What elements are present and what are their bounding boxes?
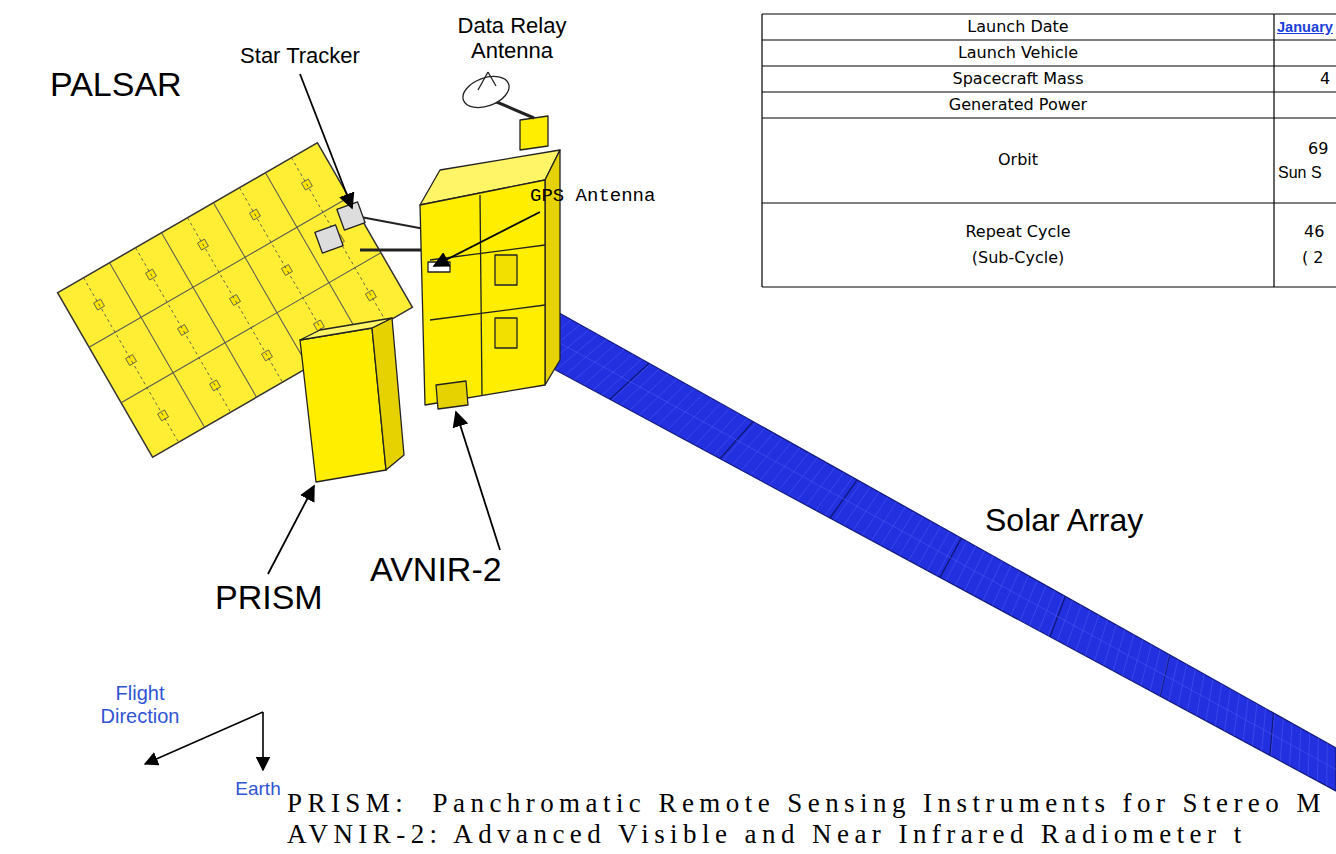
part-label: Data Relay Antenna: [427, 13, 597, 64]
table-cell: 69: [1308, 140, 1328, 158]
table-cell: Orbit: [998, 151, 1038, 169]
table-cell: Sun S: [1278, 164, 1322, 182]
instrument-label: PRISM: [215, 578, 323, 617]
array-mid-line: [523, 323, 1336, 770]
table-cell: Launch Vehicle: [958, 44, 1078, 62]
instrument-label: AVNIR-2: [370, 550, 502, 589]
table-cell: (Sub-Cycle): [972, 249, 1064, 267]
table-cell: Launch Date: [967, 18, 1068, 36]
part-label: Solar Array: [985, 502, 1143, 539]
table-cell: Generated Power: [949, 96, 1087, 114]
axis-label: Earth: [235, 778, 280, 800]
table-cell: 4: [1320, 70, 1330, 88]
solar-array: [500, 305, 1336, 791]
instrument-label: PALSAR: [50, 65, 182, 104]
table-cell: January: [1277, 19, 1333, 36]
table-cell: ( 2: [1302, 249, 1324, 267]
part-label: GPS Antenna: [530, 186, 655, 208]
spacecraft-bus: [300, 71, 560, 482]
leader-arrows: [268, 74, 540, 574]
note-text: PRISM: Panchromatic Remote Sensing Instr…: [287, 788, 1326, 819]
spec-table-grid: [762, 14, 1336, 287]
table-cell: 46: [1304, 223, 1324, 241]
table-cell: Repeat Cycle: [965, 223, 1070, 241]
part-label: Star Tracker: [240, 43, 360, 68]
table-cell: Spacecraft Mass: [953, 70, 1084, 88]
note-text: AVNIR-2: Advanced Visible and Near Infra…: [287, 819, 1247, 850]
axis-label: Flight Direction: [80, 682, 200, 728]
